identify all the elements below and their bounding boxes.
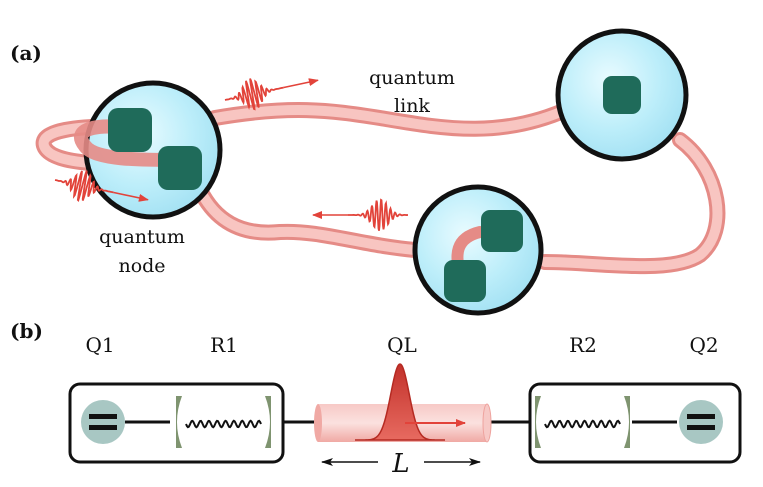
qubit-q1 (81, 400, 125, 444)
panel-label-a: (a) (10, 41, 42, 65)
node-label-line2: node (118, 255, 165, 277)
label-ql: QL (387, 333, 417, 357)
label-q1: Q1 (85, 333, 114, 357)
qubit-q2 (679, 400, 723, 444)
link-label-line2: link (394, 95, 430, 117)
resonator-r1 (176, 396, 271, 448)
length-label: L (391, 449, 409, 479)
panel-label-b: (b) (10, 319, 43, 343)
photon-wavepacket-left (54, 170, 149, 203)
qubit-square (603, 76, 641, 114)
node-label-line1: quantum (99, 226, 185, 248)
photon-pulse (355, 363, 466, 441)
photon-wavepacket-bottom (312, 198, 409, 231)
quantum-node-bottom (412, 184, 544, 316)
qubit-square (158, 146, 202, 190)
link-label-line1: quantum (369, 67, 455, 89)
qubit-square (108, 108, 152, 152)
fiber-links (35, 100, 726, 275)
photon-wavepacket-top (224, 78, 319, 111)
quantum-node-top-right (555, 28, 689, 162)
node-box-right (528, 382, 742, 464)
label-q2: Q2 (689, 333, 718, 357)
label-r2: R2 (569, 333, 597, 357)
length-arrow: L (321, 449, 481, 479)
label-r1: R1 (210, 333, 238, 357)
qubit-square (444, 260, 486, 302)
qubit-square (481, 210, 523, 252)
quantum-node-left (74, 80, 223, 220)
node-box-left (68, 382, 285, 464)
resonator-r2 (535, 396, 630, 448)
